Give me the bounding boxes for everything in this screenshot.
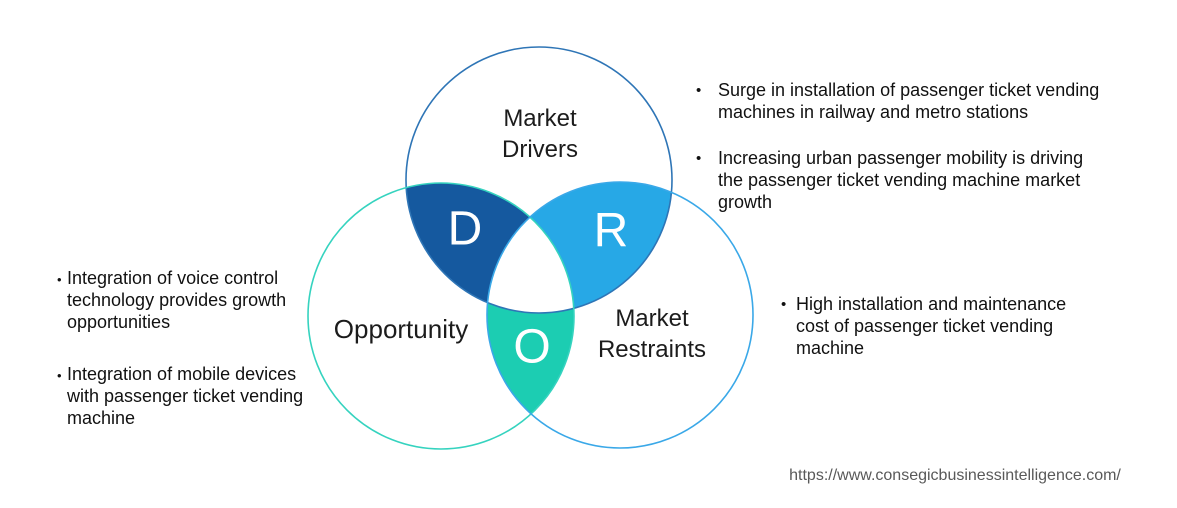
drivers-circle-label: Market Drivers	[502, 105, 578, 163]
restraints-circle-label: Market Restraints	[597, 305, 707, 363]
source-url: https://www.consegicbusinessintelligence…	[789, 467, 1121, 484]
drivers-lens-letter: D	[448, 203, 483, 256]
drivers-restraints-lens	[487, 182, 672, 313]
restraints-bullet-list: High installation and maintenance cost o…	[781, 293, 1111, 359]
opportunity-circle-label: Opportunity	[333, 314, 469, 344]
restraints-lens-letter: R	[594, 205, 629, 258]
opportunity-bullet-list: Integration of voice control technology …	[57, 267, 337, 459]
restraints-circle	[486, 181, 754, 449]
drivers-opportunity-lens	[406, 183, 574, 313]
bullet-item: Surge in installation of passenger ticke…	[696, 79, 1146, 123]
bullet-item: Integration of mobile devices with passe…	[57, 363, 337, 429]
bullet-item: Integration of voice control technology …	[57, 267, 337, 333]
drivers-bullet-list: Surge in installation of passenger ticke…	[696, 79, 1146, 237]
bullet-item: Increasing urban passenger mobility is d…	[696, 147, 1146, 213]
drivers-circle	[405, 46, 673, 314]
opportunity-lens-letter: O	[513, 321, 550, 374]
bullet-item: High installation and maintenance cost o…	[781, 293, 1111, 359]
